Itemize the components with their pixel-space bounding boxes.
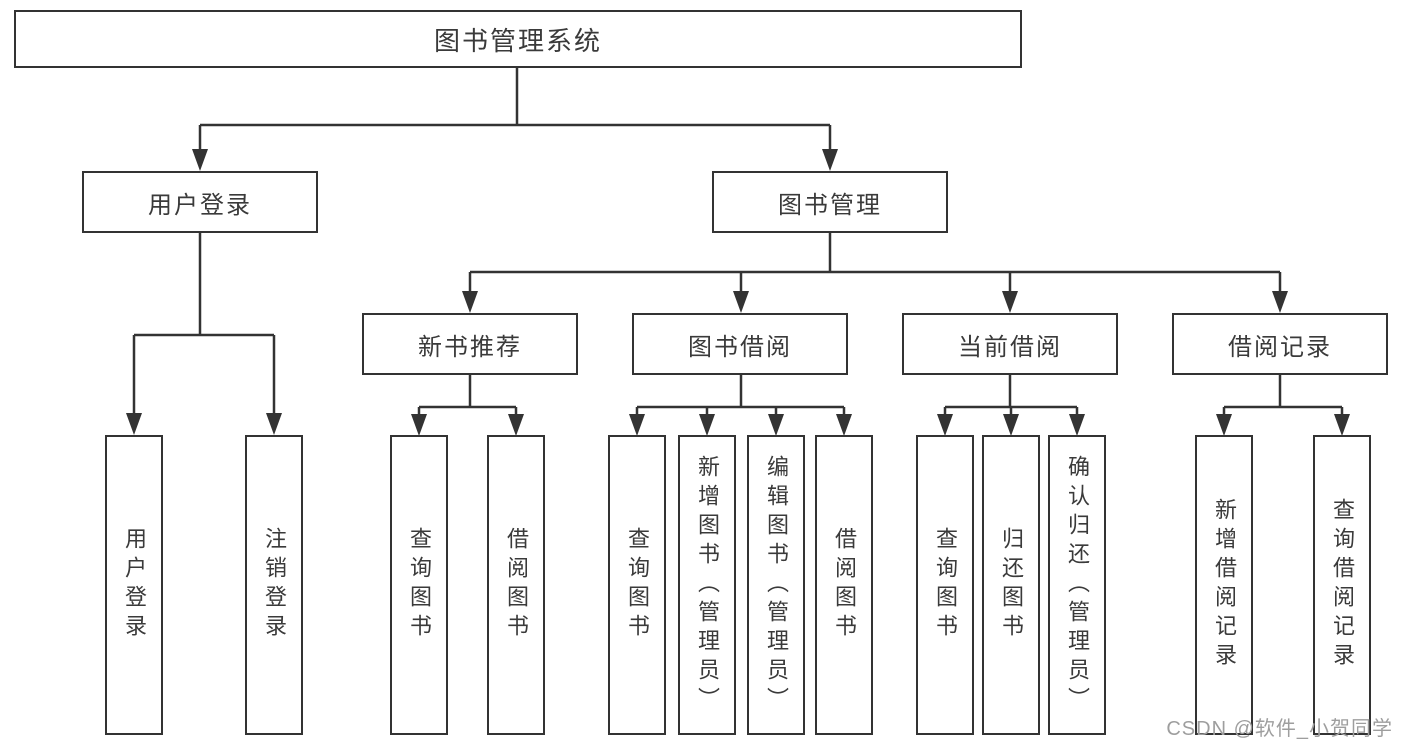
node-leaf-query-books-3: 查询图书 [916, 435, 974, 735]
node-new-book-recommend: 新书推荐 [362, 313, 578, 375]
arrowheads [126, 149, 1350, 436]
node-user-login: 用户登录 [82, 171, 318, 233]
node-borrowing-records: 借阅记录 [1172, 313, 1388, 375]
node-book-borrowing: 图书借阅 [632, 313, 848, 375]
node-library-management-system: 图书管理系统 [14, 10, 1022, 68]
node-leaf-user-login: 用户登录 [105, 435, 163, 735]
node-leaf-query-books-2: 查询图书 [608, 435, 666, 735]
node-leaf-add-borrow-record: 新增借阅记录 [1195, 435, 1253, 735]
node-leaf-borrow-books-2: 借阅图书 [815, 435, 873, 735]
node-leaf-logout: 注销登录 [245, 435, 303, 735]
node-book-management: 图书管理 [712, 171, 948, 233]
node-leaf-return-books: 归还图书 [982, 435, 1040, 735]
node-leaf-add-book-admin: 新增图书（管理员） [678, 435, 736, 735]
node-leaf-query-books-1: 查询图书 [390, 435, 448, 735]
node-current-borrowing: 当前借阅 [902, 313, 1118, 375]
node-leaf-confirm-return-admin: 确认归还（管理员） [1048, 435, 1106, 735]
csdn-watermark: CSDN @软件_小贺同学 [1166, 718, 1393, 740]
node-leaf-edit-book-admin: 编辑图书（管理员） [747, 435, 805, 735]
node-leaf-query-borrow-record: 查询借阅记录 [1313, 435, 1371, 735]
node-leaf-borrow-books-1: 借阅图书 [487, 435, 545, 735]
